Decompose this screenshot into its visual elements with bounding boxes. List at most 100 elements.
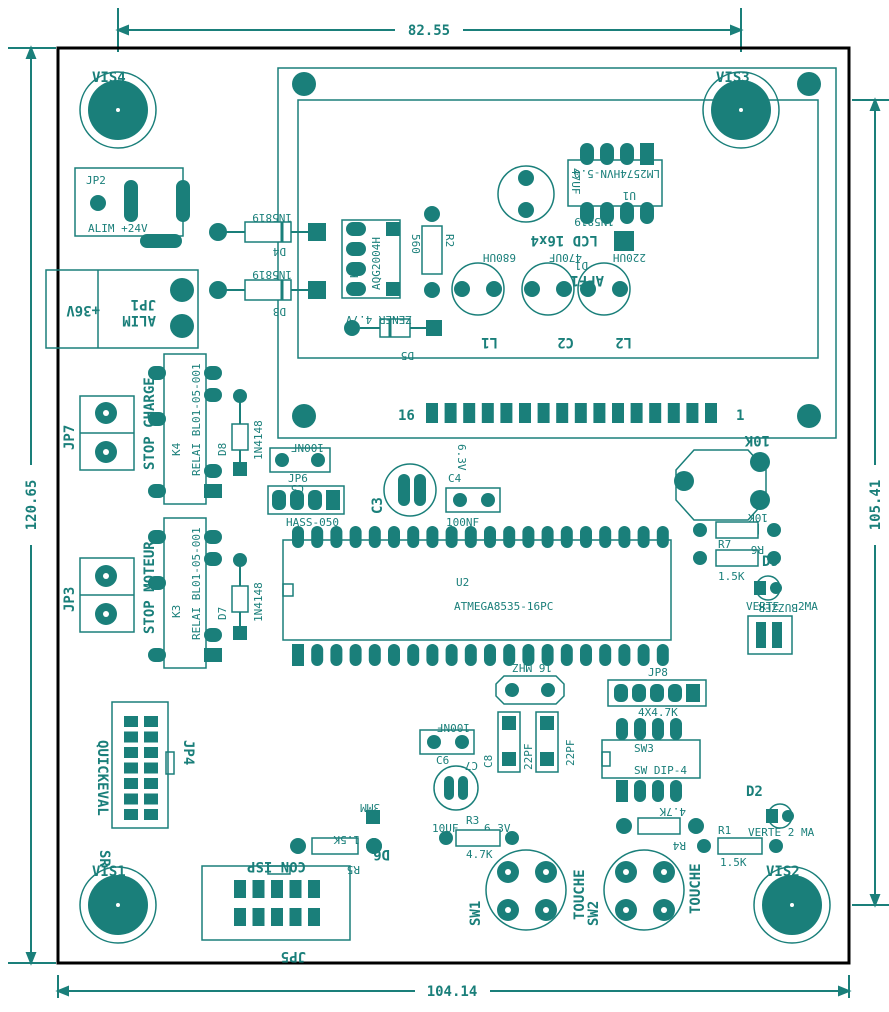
label-d7: D7 — [216, 607, 229, 620]
label-jp1-voltage: +36V — [66, 302, 100, 318]
diode-d5-zener — [344, 318, 442, 338]
lcd-pin — [481, 403, 494, 423]
label-c7: C7 — [465, 759, 478, 772]
label-r1-value: 1.5K — [720, 856, 747, 869]
isp-pin — [252, 908, 265, 926]
mcu-pin — [580, 526, 592, 548]
label-r2-value: 560 — [409, 234, 422, 254]
isp-pin — [289, 908, 302, 926]
label-r6: R6 — [751, 543, 764, 556]
label-p1-value: 10K — [744, 432, 770, 448]
mcu-pin — [503, 526, 516, 548]
mounting-hole-vis1 — [79, 866, 157, 944]
mcu-pin — [330, 644, 343, 666]
label-c1-value: 47UF — [569, 168, 582, 195]
connector-jp2 — [74, 167, 190, 248]
label-opto: K — [348, 271, 361, 278]
board-outline — [56, 46, 851, 965]
mcu-pin — [368, 644, 381, 666]
mcu-pin — [311, 526, 324, 548]
mcu-pin — [426, 644, 439, 666]
potentiometer-p1 — [674, 449, 770, 521]
mcu-pin — [618, 526, 631, 548]
mcu-pin — [522, 644, 535, 666]
header-pin — [124, 793, 138, 805]
lcd-pin — [612, 403, 624, 423]
label-r6-value: 10K — [748, 511, 768, 524]
lcd-pin — [463, 403, 476, 423]
label-rn: 4X4.7K — [638, 706, 678, 719]
label-r5: R5 — [347, 863, 360, 876]
dim-left-height: 120.65 — [24, 480, 40, 531]
mcu-pin — [311, 644, 324, 666]
label-d2: D2 — [746, 784, 763, 800]
mcu-pin — [292, 526, 304, 548]
label-u1: U1 — [623, 189, 636, 202]
label-jp2: JP2 — [86, 174, 106, 187]
connector-jp6 — [267, 485, 345, 515]
connector-jp4 — [111, 701, 175, 829]
connector-jp8 — [607, 679, 707, 707]
mcu-u2 — [282, 539, 672, 641]
label-d8-value: 1N4148 — [252, 420, 265, 460]
label-d1-value: 1N5819 — [574, 215, 614, 228]
mcu-pin — [368, 526, 381, 548]
mcu-pin — [292, 644, 304, 666]
lcd-pin — [686, 403, 699, 423]
label-d1: D1 — [575, 259, 588, 272]
pushbutton-sw2 — [603, 849, 685, 931]
connector-jp5 — [201, 865, 351, 941]
label-sr: SR — [96, 850, 112, 867]
isp-pin — [289, 880, 302, 898]
label-r4: R4 — [672, 839, 686, 852]
lcd-pin — [519, 403, 531, 423]
resistor-r6 — [693, 549, 781, 567]
label-d8: D8 — [216, 443, 229, 456]
lcd-pin1-label: 1 — [736, 408, 744, 424]
label-c9-value: 22PF — [564, 740, 577, 767]
label-jp3: JP3 — [62, 587, 78, 612]
label-c8-value: 22PF — [522, 744, 535, 771]
lcd-pin — [537, 403, 550, 423]
mcu-pin — [349, 644, 362, 666]
label-d4-value: 1N5819 — [252, 211, 292, 224]
connector-jp3 — [79, 557, 135, 633]
lcd-pin — [556, 403, 569, 423]
capacitor-c7 — [433, 765, 479, 811]
label-jp8: JP8 — [648, 666, 668, 679]
capacitor-c1 — [497, 165, 555, 223]
dimension-lines — [8, 8, 889, 998]
mcu-pin — [388, 644, 400, 666]
lcd-pin16-label: 16 — [398, 408, 415, 424]
label-k4-value: RELAI BL01-05-001 — [190, 363, 203, 476]
mcu-pin — [580, 644, 592, 666]
header-pin — [144, 793, 158, 805]
capacitor-c3 — [383, 463, 437, 517]
label-c2: C2 — [557, 334, 574, 350]
pushbutton-sw1 — [485, 849, 567, 931]
label-vis2: VIS2 — [766, 864, 800, 880]
label-sw3: SW3 — [634, 742, 654, 755]
label-jp4: JP4 — [180, 740, 196, 765]
mcu-pin — [560, 644, 573, 666]
capacitor-c5 — [269, 447, 331, 473]
connector-jp1 — [45, 269, 199, 349]
header-pin — [144, 778, 158, 789]
label-jp6: JP6 — [288, 472, 308, 485]
isp-pin — [234, 908, 246, 926]
diode-d8 — [231, 389, 249, 476]
mcu-pin — [330, 526, 343, 548]
lcd-corner-holes — [292, 72, 821, 428]
mcu-pin — [503, 644, 516, 666]
label-c6-value: 100NF — [437, 721, 470, 734]
diode-d1 — [614, 231, 634, 251]
header-pin — [144, 762, 158, 774]
label-jp4-note: QUICKEVAL — [94, 740, 110, 816]
label-jp1: JP1 — [131, 296, 156, 312]
isp-pin — [308, 908, 320, 926]
isp-pin — [308, 880, 320, 898]
header-pin — [124, 731, 138, 743]
header-pin — [144, 716, 158, 727]
mcu-pin — [426, 526, 439, 548]
mcu-pin — [637, 526, 650, 548]
